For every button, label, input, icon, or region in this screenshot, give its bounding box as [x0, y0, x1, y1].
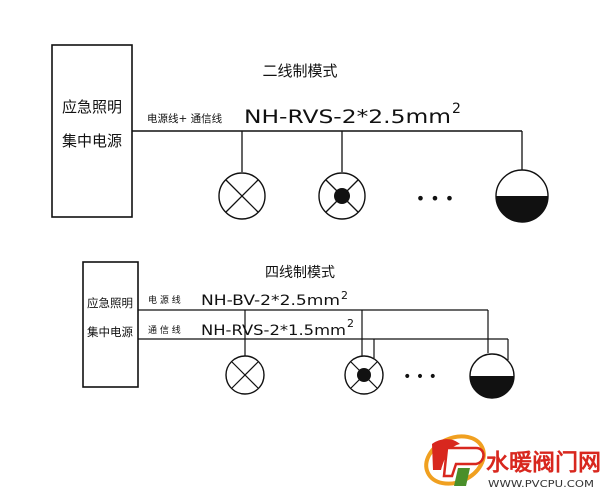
power-supply-box — [51, 44, 133, 218]
box-label-line2: 集中电源 — [87, 325, 133, 339]
cable-spec-label: NH-RVS-2*2.5mm — [244, 106, 451, 128]
cable-spec-exponent: 2 — [452, 101, 461, 117]
comm-cable-spec: NH-RVS-2*1.5mm — [201, 323, 346, 339]
four-wire-diagram: 四线制模式 应急照明 集中电源 电 源 线 NH-BV-2*2.5mm 2 通 … — [82, 261, 515, 399]
power-wire-label: 电 源 线 — [148, 294, 181, 306]
site-watermark: 水暖阀门网 WWW.PVCPU.COM — [424, 434, 600, 490]
emergency-lamp-icon — [225, 355, 265, 395]
power-supply-box — [82, 261, 139, 388]
ellipsis-dots: • • • — [416, 189, 454, 208]
power-cable-exponent: 2 — [341, 289, 348, 302]
comm-wire-label: 通 信 线 — [148, 324, 181, 336]
comm-cable-exponent: 2 — [347, 317, 354, 330]
logo-icon — [424, 434, 486, 486]
emergency-lamp-icon — [218, 172, 266, 220]
wire-type-label: 电源线+ 通信线 — [147, 112, 223, 125]
box-label-line1: 应急照明 — [62, 98, 122, 116]
two-wire-title: 二线制模式 — [262, 62, 337, 80]
watermark-url: WWW.PVCPU.COM — [488, 479, 594, 490]
ellipsis-dots: • • • — [403, 369, 437, 385]
half-filled-lamp-icon — [495, 169, 549, 223]
box-label-line2: 集中电源 — [62, 132, 122, 150]
box-label-line1: 应急照明 — [87, 296, 133, 310]
four-wire-title: 四线制模式 — [265, 265, 335, 281]
exit-sign-lamp-icon — [344, 355, 384, 395]
exit-sign-lamp-icon — [318, 172, 366, 220]
half-filled-lamp-icon — [469, 353, 515, 399]
two-wire-diagram: 二线制模式 应急照明 集中电源 电源线+ 通信线 NH-RVS-2*2.5mm … — [51, 44, 549, 223]
watermark-brand: 水暖阀门网 — [486, 449, 600, 476]
power-cable-spec: NH-BV-2*2.5mm — [201, 293, 340, 309]
